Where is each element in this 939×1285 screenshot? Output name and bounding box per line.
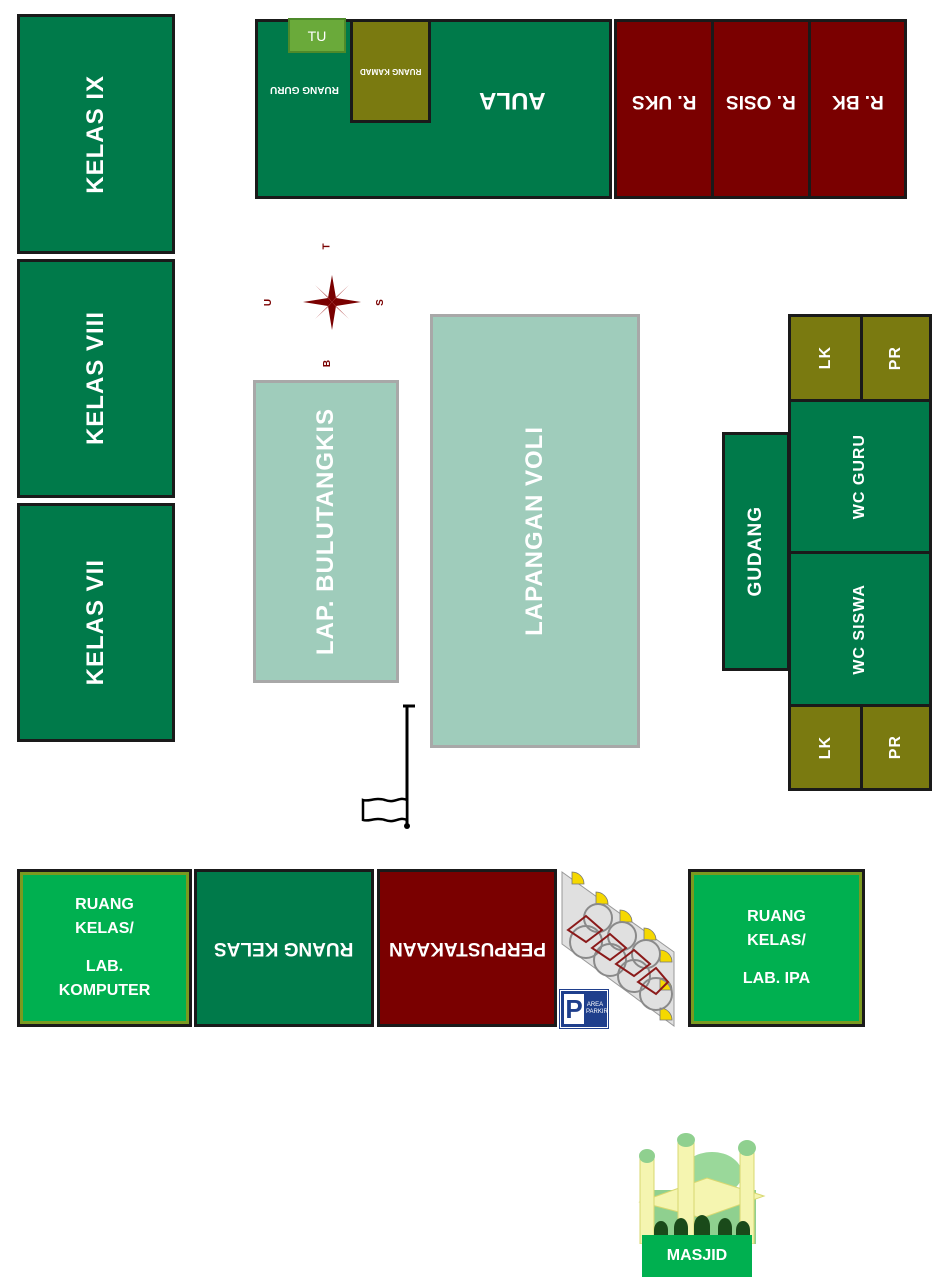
mosque-icon <box>632 1132 767 1245</box>
room-lab-ipa: RUANG KELAS/ LAB. IPA <box>688 869 865 1027</box>
room-label: PR <box>887 345 904 371</box>
parking-sign-icon: P AREA PARKIR <box>560 990 608 1028</box>
room-label: KELAS IX <box>82 74 109 194</box>
room-ruang-kamad: RUANG KAMAD <box>350 19 431 123</box>
room-label: RUANG GURU <box>269 83 339 95</box>
room-label: LK <box>816 735 834 760</box>
field-lap-bulutangkis: LAP. BULUTANGKIS <box>253 380 399 683</box>
compass-north-label: U <box>263 298 275 307</box>
room-kelas-ix: KELAS IX <box>17 14 175 254</box>
room-label: KELAS VII <box>82 559 109 686</box>
room-label: KELAS VIII <box>82 311 109 446</box>
room-tu: TU <box>288 18 346 53</box>
room-ruang-kelas: RUANG KELAS <box>194 869 374 1027</box>
room-label-line-1: RUANG <box>75 896 134 913</box>
room-wc-siswa: WC SISWA <box>788 551 932 708</box>
room-masjid: MASJID <box>642 1235 752 1277</box>
room-label-line-2: KELAS/ <box>75 920 134 937</box>
room-label: R. BK <box>831 91 884 112</box>
room-label-line-4: KOMPUTER <box>58 982 151 999</box>
bicycle-parking-icon <box>556 866 678 1028</box>
room-label: R. OSIS <box>726 91 796 112</box>
room-label: AULA <box>478 87 546 114</box>
room-label: TU <box>307 27 327 44</box>
room-lk-top: LK <box>788 314 863 402</box>
room-kelas-viii: KELAS VIII <box>17 259 175 498</box>
flag-icon <box>355 700 417 832</box>
compass-west-label: B <box>322 359 334 368</box>
room-label: PR <box>887 735 904 760</box>
room-label-line-1: RUANG <box>747 908 806 925</box>
parking-sign-text: AREA PARKIR <box>586 1002 608 1015</box>
room-label: WC SISWA <box>851 584 868 675</box>
room-label: GUDANG <box>745 506 766 597</box>
room-r-uks: R. UKS <box>614 19 714 199</box>
room-kelas-vii: KELAS VII <box>17 503 175 742</box>
parking-sign-letter: P <box>564 994 584 1024</box>
room-label-line-3: LAB. IPA <box>742 970 811 987</box>
room-label: MASJID <box>666 1247 728 1264</box>
room-r-osis: R. OSIS <box>711 19 811 199</box>
room-label: WC GURU <box>851 433 868 520</box>
room-wc-guru: WC GURU <box>788 399 932 554</box>
compass-east-label: T <box>321 243 333 250</box>
room-label: PERPUSTAKAAN <box>388 938 546 959</box>
room-aula-label-box: AULA <box>432 80 592 120</box>
field-lapangan-voli: LAPANGAN VOLI <box>430 314 640 748</box>
room-label: RUANG KELAS <box>214 938 354 959</box>
room-lab-komputer: RUANG KELAS/ LAB. KOMPUTER <box>17 869 192 1027</box>
field-label: LAP. BULUTANGKIS <box>312 407 339 656</box>
room-r-bk: R. BK <box>808 19 907 199</box>
room-label-line-2: KELAS/ <box>747 932 806 949</box>
compass-rose-icon: U T S B <box>263 240 390 370</box>
room-ruang-guru: RUANG GURU <box>258 74 350 104</box>
room-perpustakaan: PERPUSTAKAAN <box>377 869 557 1027</box>
room-pr-top: PR <box>860 314 932 402</box>
room-lk-bottom: LK <box>788 704 863 791</box>
compass-south-label: S <box>374 299 386 306</box>
room-pr-bottom: PR <box>860 704 932 791</box>
room-label: R. UKS <box>631 91 697 112</box>
room-gudang: GUDANG <box>722 432 790 671</box>
room-label: LK <box>816 346 834 370</box>
room-label-line-3: LAB. <box>85 958 124 975</box>
room-label: RUANG KAMAD <box>359 66 422 76</box>
field-label: LAPANGAN VOLI <box>521 426 548 636</box>
